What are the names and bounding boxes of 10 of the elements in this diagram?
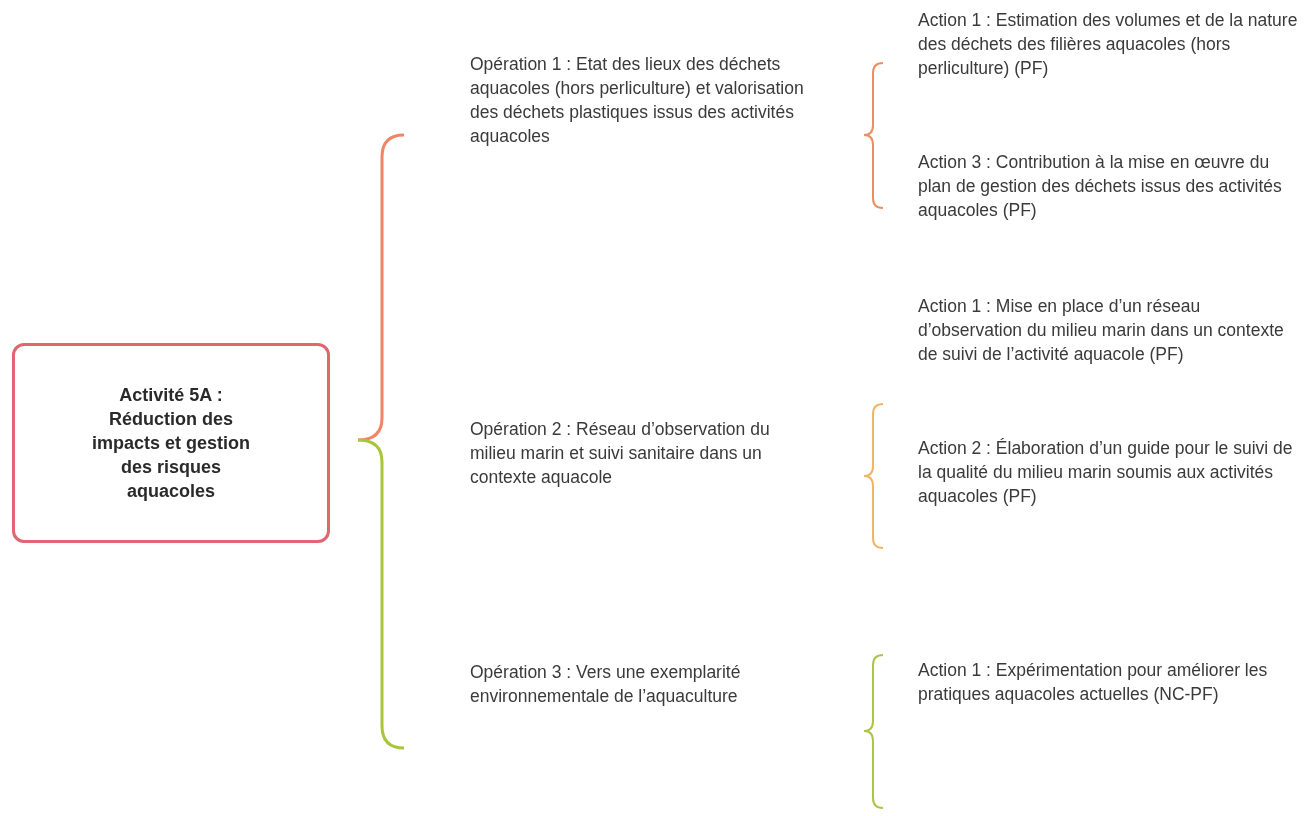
item-text: Opération 3 : Vers une exemplarité environnementale de l’aquaculture [470, 661, 742, 708]
item-text: Action 1 : Estimation des volumes et de la nature des déchets des filières aquacoles (hors perliculture) (PF) [918, 9, 1299, 80]
activity-title: Activité 5A : Réduction des impacts et gestion des risques aquacoles [90, 384, 251, 503]
item-text: Opération 2 : Réseau d’observation du milieu marin et suivi sanitaire dans un contexte aquacole [470, 418, 771, 489]
activity-box [12, 343, 330, 543]
item-text: Action 1 : Expérimentation pour améliorer les pratiques aquacoles actuelles (NC-PF) [918, 659, 1269, 706]
item-text: Opération 1 : Etat des lieux des déchets aquacoles (hors perliculture) et valorisation des déchets plastiques issus des activités aquacoles [470, 53, 805, 148]
item-text: Action 1 : Mise en place d’un réseau d’observation du milieu marin dans un contexte de suivi de l’activité aquacole (PF) [918, 295, 1285, 366]
item-text: Action 2 : Élaboration d’un guide pour le suivi de la qualité du milieu marin soumis aux activités aquacoles (PF) [918, 437, 1294, 508]
item-text: Action 3 : Contribution à la mise en œuvre du plan de gestion des déchets issus des activités aquacoles (PF) [918, 151, 1283, 222]
